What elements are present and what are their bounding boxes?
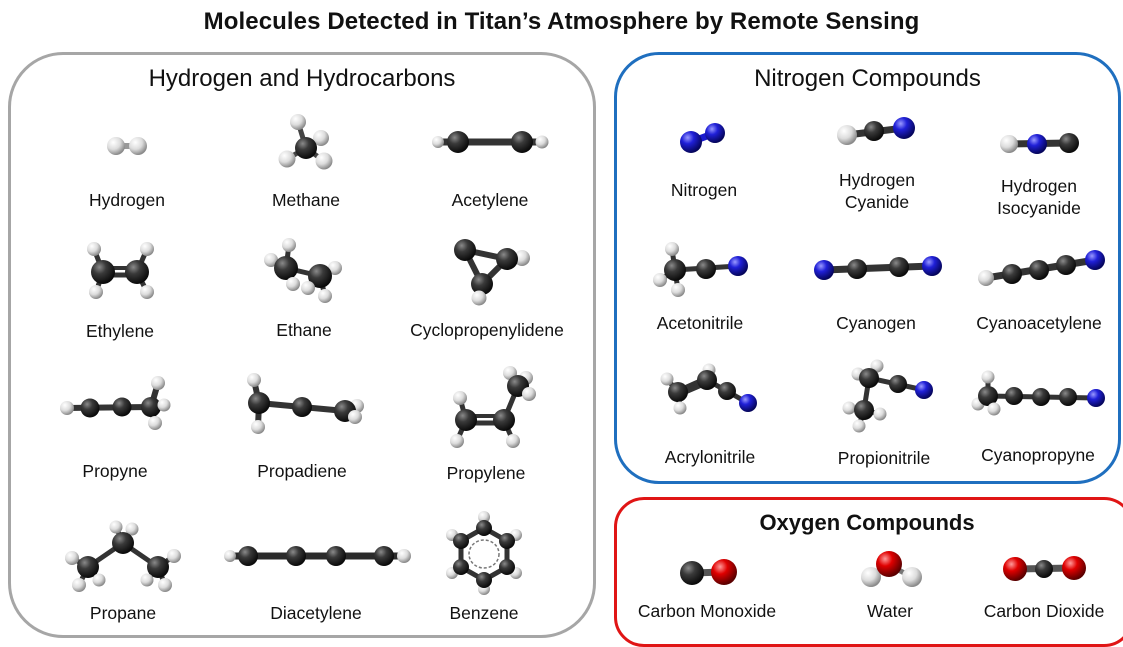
molecule-label: Acrylonitrile [664,447,756,467]
molecule-label: Cyanoacetylene [976,313,1102,333]
molecule-label: Ethane [276,320,332,340]
molecule-label: Carbon Dioxide [983,601,1105,621]
propionitrile-model [842,359,933,433]
ethane-model [264,238,342,303]
water-model [861,551,922,587]
diacetylene-model [224,546,411,566]
molecule-label: Propyne [82,461,148,481]
molecule-label: Propionitrile [837,448,931,468]
cyanoacetylene-model [978,250,1105,286]
benzene-model [446,511,522,595]
molecule-label: Propylene [446,463,526,483]
propylene-model [450,366,536,448]
carbon-dioxide-model [1003,556,1086,581]
propyne-model [60,376,171,430]
molecule-label: Carbon Monoxide [637,601,777,621]
cyanopropyne-model [971,370,1105,416]
hydrogen-isocyanide-model [1000,133,1079,154]
molecule-label: Hydrogen Isocyanide [997,176,1081,218]
oxygen-panel-title: Oxygen Compounds [759,510,975,535]
carbon-monoxide-model [680,559,737,585]
hydrocarbons-panel-title: Hydrogen and Hydrocarbons [148,65,456,92]
molecule-label: Hydrogen [89,190,165,210]
molecule-label: Cyanopropyne [981,445,1095,465]
nitrogen-panel-title: Nitrogen Compounds [754,65,981,92]
nitrogen-model [680,123,725,153]
molecule-label: Acetonitrile [656,313,744,333]
propane-model [65,520,181,592]
methane-model [278,114,333,170]
acrylonitrile-model [660,363,757,415]
ethylene-model [87,242,154,299]
molecule-label: Cyanogen [836,313,916,333]
molecule-label: Cyclopropenylidene [410,320,564,340]
molecule-label: Nitrogen [670,180,738,200]
acetonitrile-model [653,242,748,297]
propadiene-model [247,373,364,434]
molecule-label: Propane [89,603,157,623]
molecule-label: Acetylene [451,190,529,210]
molecule-label: Hydrogen Cyanide [839,170,915,212]
molecule-label: Water [866,601,914,621]
acetylene-model [432,131,549,153]
cyanogen-model [814,256,942,280]
molecule-label: Propadiene [257,461,347,481]
cyclopropenylidene-model [454,239,530,306]
molecule-label: Ethylene [85,321,155,341]
molecule-label: Methane [271,190,341,210]
hydrogen-cyanide-model [837,117,915,145]
figure-title: Molecules Detected in Titan’s Atmosphere… [203,8,920,35]
hydrogen-model [107,137,147,155]
molecule-label: Diacetylene [270,603,362,623]
molecule-label: Benzene [449,603,519,623]
